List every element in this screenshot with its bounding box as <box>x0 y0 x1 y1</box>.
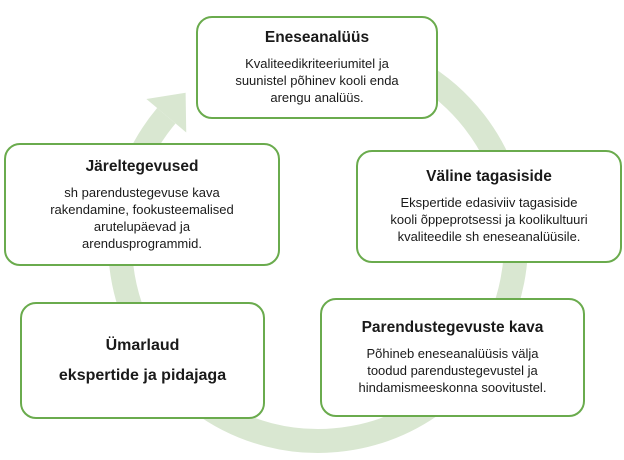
line: Ekspertide edasiviiv tagasiside <box>400 195 578 210</box>
step-title: Väline tagasiside <box>426 168 552 185</box>
step-title: Järeltegevused <box>85 157 199 175</box>
line: hindamismeeskonna soovitustel. <box>358 380 547 395</box>
line: kooli õppeprotsessi ja koolikultuuri <box>390 212 588 227</box>
line: suunistel põhinev kooli enda <box>235 73 399 88</box>
line: rakendamine, fookusteemalised <box>50 201 234 217</box>
step-parendustegevuste-kava: Parendustegevuste kava Põhineb eneseanal… <box>320 298 585 417</box>
step-description: ekspertide ja pidajaga <box>58 366 227 384</box>
step-umarlaud: Ümarlaud ekspertide ja pidajaga <box>20 302 265 419</box>
step-title: Parendustegevuste kava <box>361 319 544 336</box>
step-eneseanaluus: Eneseanalüüs Kvaliteedikriteeriumitel ja… <box>196 16 438 119</box>
line: kvaliteedile sh eneseanalüüsile. <box>397 229 581 244</box>
line: Põhineb eneseanalüüsis välja <box>366 346 539 361</box>
line: arendusprogrammid. <box>82 235 202 251</box>
arrowhead-icon <box>146 92 187 133</box>
line: toodud parendustegevustel ja <box>367 363 538 378</box>
line: arengu analüüs. <box>270 90 364 105</box>
step-title: Ümarlaud <box>105 336 180 354</box>
line: sh parendustegevuse kava <box>64 184 220 200</box>
step-valine-tagasiside: Väline tagasiside Ekspertide edasiviiv t… <box>356 150 622 263</box>
step-description: Põhineb eneseanalüüsis välja toodud pare… <box>359 345 547 396</box>
step-description: Kvaliteedikriteeriumitel ja suunistel põ… <box>235 55 398 106</box>
line: arutelupäevad ja <box>93 218 191 234</box>
step-jareltegevused: Järeltegevused sh parendustegevuse kava … <box>4 143 280 266</box>
line: Kvaliteedikriteeriumitel ja <box>245 56 389 71</box>
step-description: sh parendustegevuse kava rakendamine, fo… <box>50 184 234 252</box>
step-description: Ekspertide edasiviiv tagasiside kooli õp… <box>390 194 587 245</box>
step-title: Eneseanalüüs <box>264 29 370 46</box>
